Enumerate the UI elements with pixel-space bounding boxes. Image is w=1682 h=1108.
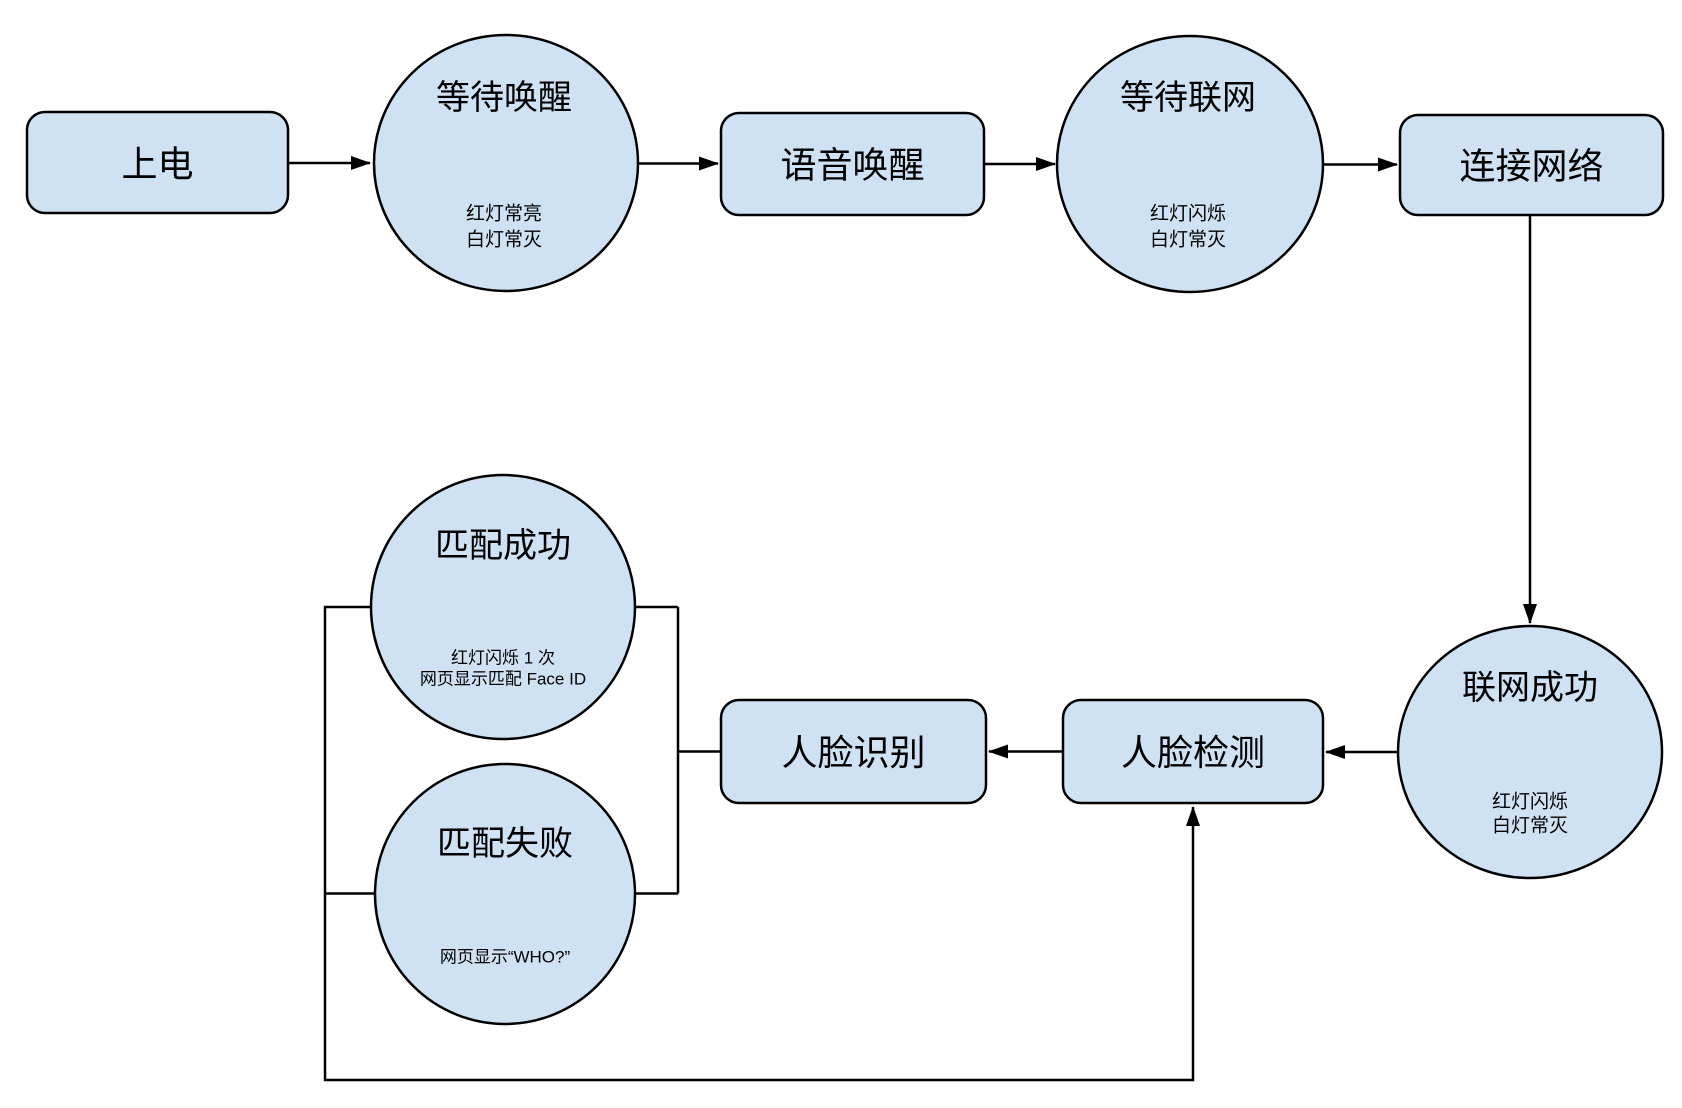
node-wait-network-shape (1055, 34, 1325, 294)
node-face-detect-shape (1061, 698, 1325, 805)
node-face-recognize: 人脸识别 (719, 698, 988, 805)
node-match-success: 匹配成功 红灯闪烁 1 次 网页显示匹配 Face ID (369, 473, 637, 741)
node-connect-network-label: 连接网络 (1459, 146, 1603, 187)
node-match-fail-label: 匹配失败 (437, 825, 573, 863)
node-power-on: 上电 (25, 110, 290, 215)
node-match-success-label: 匹配成功 (435, 527, 571, 565)
node-wait-network-label: 等待联网 (1120, 79, 1256, 117)
node-network-success-sub1: 红灯闪烁 (1492, 791, 1568, 813)
node-face-detect-label: 人脸检测 (1121, 732, 1265, 773)
node-match-fail-shape (373, 762, 637, 1026)
node-face-recognize-label: 人脸识别 (781, 732, 925, 773)
node-wait-wake-sub1: 红灯常亮 (466, 203, 542, 225)
node-wait-wake-sub2: 白灯常灭 (466, 229, 542, 251)
edge-facerecognize-to-match-branch (635, 605, 721, 895)
node-power-on-shape (25, 110, 290, 215)
node-wait-network-sub2: 白灯常灭 (1150, 229, 1226, 251)
node-network-success-sub2: 白灯常灭 (1492, 815, 1568, 837)
node-network-success-label: 联网成功 (1462, 669, 1598, 707)
node-voice-wake: 语音唤醒 (719, 111, 986, 217)
node-match-fail: 匹配失败 网页显示“WHO?” (373, 762, 637, 1026)
node-connect-network: 连接网络 (1398, 113, 1665, 217)
node-network-success: 联网成功 红灯闪烁 白灯常灭 (1396, 624, 1664, 880)
node-match-success-shape (369, 473, 637, 741)
node-wait-wake: 等待唤醒 红灯常亮 白灯常灭 (372, 33, 640, 293)
node-network-success-shape (1396, 624, 1664, 880)
node-connect-network-shape (1398, 113, 1665, 217)
node-match-success-sub2: 网页显示匹配 Face ID (420, 670, 586, 689)
node-wait-wake-label: 等待唤醒 (436, 79, 572, 117)
node-face-recognize-shape (719, 698, 988, 805)
node-voice-wake-label: 语音唤醒 (780, 145, 924, 186)
edge-match-loop-to-facedetect (323, 605, 1200, 1082)
node-wait-network-sub1: 红灯闪烁 (1150, 203, 1226, 225)
node-match-success-sub1: 红灯闪烁 1 次 (451, 649, 555, 668)
node-voice-wake-shape (719, 111, 986, 217)
node-wait-wake-shape (372, 33, 640, 293)
node-face-detect: 人脸检测 (1061, 698, 1325, 805)
node-wait-network: 等待联网 红灯闪烁 白灯常灭 (1055, 34, 1325, 294)
node-power-on-label: 上电 (121, 144, 193, 185)
node-match-fail-sub1: 网页显示“WHO?” (440, 948, 571, 967)
